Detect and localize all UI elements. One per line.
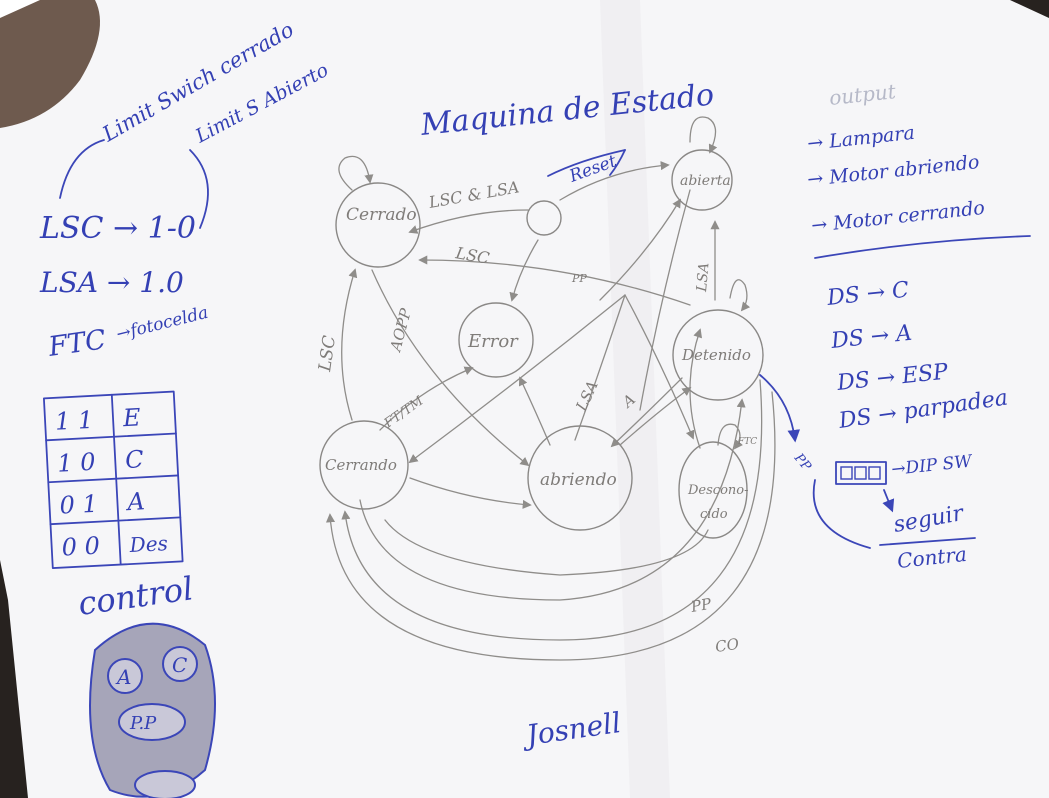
lsa-line-text: LSA → 1.0 (39, 266, 184, 299)
edge-reset-to-cerrado (408, 209, 529, 234)
paper-fold-shadow (600, 0, 670, 798)
table-row-3-code: 0 0 (61, 532, 101, 562)
state-cerrando (319, 420, 409, 510)
edge-abriendo-to-error (518, 376, 551, 446)
dip-down-arrow (882, 489, 895, 513)
reset-stroke (609, 149, 626, 176)
table-row-2-code: 0 1 (59, 490, 99, 520)
edge-cerrando-to-abriendo (409, 477, 532, 509)
table-row-2-value: A (125, 487, 146, 516)
dip-arrow-from-detenido (759, 374, 800, 443)
table-frame (42, 390, 184, 570)
label-ftc: FTC (737, 437, 757, 447)
self-loop-abierta (689, 116, 718, 154)
dip-bracket (812, 479, 871, 549)
control-remote-drawing: control A C P.P (76, 569, 216, 798)
edge-detenido-to-abriendo (610, 377, 683, 448)
state-detenido (672, 309, 764, 401)
closed-bracket (59, 139, 105, 199)
edge-abierta-down (639, 189, 691, 411)
state-cerrado-label: Cerrado (346, 205, 417, 225)
transition-lines (325, 116, 776, 661)
label-lsa-right: LSA (694, 262, 713, 293)
state-abierta-label: abierta (680, 173, 731, 189)
state-detenido-label: Detenido (681, 346, 751, 364)
table-row-0-value: E (121, 403, 141, 432)
reset-underline (547, 149, 626, 177)
remote-button-extra (134, 770, 196, 798)
open-bracket (189, 149, 209, 229)
state-cerrado (335, 182, 421, 268)
edge-abriendo-to-detenido (619, 386, 692, 446)
label-pp-bottom: PP (689, 595, 714, 617)
edge-detenido-to-cerrando-pp (341, 379, 763, 641)
edge-abriendo-to-abierta (599, 198, 681, 301)
remote-button-a-label: A (115, 665, 131, 689)
table-row-1-value: C (125, 445, 145, 474)
state-desconocido-label-1: Descono- (687, 483, 749, 498)
truth-table: 1 1 E 1 0 C 0 1 A 0 0 Des (42, 390, 184, 570)
self-loop-cerrado (338, 155, 374, 191)
self-loop-desconocido (717, 423, 744, 450)
label-pp-mid: PP (571, 272, 587, 285)
dip-switch-box (835, 461, 887, 485)
state-error (458, 302, 534, 378)
edge-hub-to-desconocido (624, 294, 695, 440)
edge-cerrando-to-detenido (359, 398, 746, 601)
edge-cerrando-to-cerrado (341, 268, 358, 421)
edge-cerrando-to-error (379, 366, 474, 431)
remote-button-a (107, 658, 143, 694)
label-co-bottom: CO (714, 635, 740, 656)
remote-button-c-label: C (172, 653, 187, 677)
edge-detenido-to-cerrando-co (325, 391, 776, 661)
state-desconocido-label-2: cido (700, 507, 728, 522)
self-loop-detenido (729, 279, 751, 312)
edge-hub-to-abriendo (574, 294, 626, 441)
table-row-0-code: 1 1 (54, 406, 94, 436)
remote-button-pp (118, 703, 186, 741)
reset-node (526, 200, 562, 236)
output-underline (814, 235, 1031, 259)
edge-cerrado-to-abriendo (371, 269, 530, 467)
edge-cerrando-to-desconocido (384, 519, 709, 576)
remote-button-pp-label: P.P (129, 713, 157, 734)
edge-hub-to-cerrando (408, 294, 626, 464)
lsc-line-text: LSC → 1-0 (39, 211, 196, 246)
paper-corner (0, 0, 40, 18)
state-desconocido (678, 441, 748, 539)
edge-detenido-to-cerrado (418, 255, 691, 306)
edge-reset-to-abierta (559, 161, 670, 201)
state-error-label: Error (467, 331, 519, 352)
table-row-3-value: Des (128, 531, 168, 557)
table-row-1-code: 1 0 (57, 448, 97, 478)
remote-button-c (162, 646, 198, 682)
thumb (0, 0, 100, 128)
state-abriendo (527, 425, 633, 531)
table-divider (110, 393, 122, 566)
edge-reset-to-error (509, 239, 539, 302)
state-abriendo-label: abriendo (540, 470, 617, 490)
state-abierta (671, 149, 733, 211)
fraction-bar (879, 537, 976, 546)
state-cerrando-label: Cerrando (325, 456, 397, 474)
